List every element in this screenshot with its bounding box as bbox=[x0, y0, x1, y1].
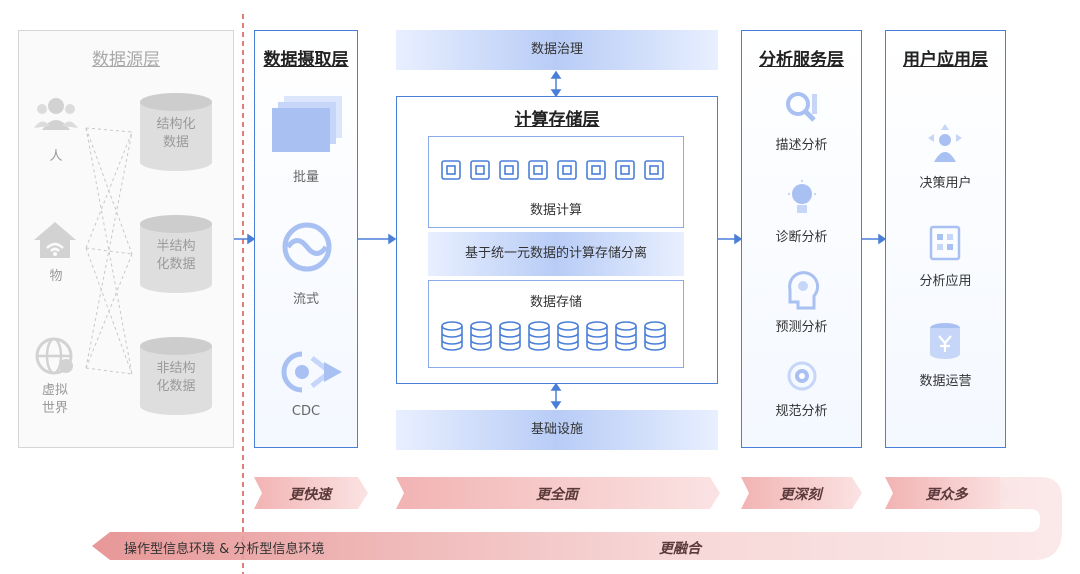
ingest-layer-title: 数据摄取层 bbox=[263, 50, 349, 70]
faster-label: 更快速 bbox=[289, 487, 331, 503]
predictive-analysis-label: 预测分析 bbox=[775, 320, 828, 335]
people-icon bbox=[34, 98, 78, 130]
lightbulb-icon bbox=[788, 180, 816, 213]
money-db-icon bbox=[930, 323, 960, 359]
governance-band: 数据治理 bbox=[396, 30, 718, 70]
data-operations-label: 数据运营 bbox=[919, 374, 972, 389]
unstructured-data-label: 非结构 化数据 bbox=[156, 361, 196, 394]
deeper-label: 更深刻 bbox=[779, 487, 822, 503]
source-thing-label: 物 bbox=[49, 269, 63, 284]
brain-head-icon bbox=[788, 271, 820, 310]
cdc-icon bbox=[281, 351, 342, 393]
batch-label: 批量 bbox=[292, 170, 319, 185]
source-layer-title: 数据源层 bbox=[92, 50, 160, 70]
prescriptive-analysis-label: 规范分析 bbox=[775, 404, 828, 419]
structured-db-icon bbox=[140, 93, 212, 171]
app-layer-panel: 用户应用层 bbox=[885, 30, 1006, 448]
env-label: 操作型信息环境 & 分析型信息环境 bbox=[124, 542, 325, 557]
stream-label: 流式 bbox=[292, 292, 319, 307]
storage-disk-icons bbox=[441, 321, 666, 351]
structured-data-label: 结构化 数据 bbox=[156, 117, 196, 150]
descriptive-analysis-label: 描述分析 bbox=[775, 138, 828, 153]
cdc-label: CDC bbox=[291, 404, 321, 419]
decision-user-icon bbox=[928, 124, 962, 162]
analysis-app-label: 分析应用 bbox=[919, 274, 972, 289]
analysis-layer-title: 分析服务层 bbox=[759, 50, 844, 70]
magnifier-chart-icon bbox=[786, 92, 817, 122]
infrastructure-band: 基础设施 bbox=[396, 410, 718, 450]
separation-band: 基于统一元数据的计算存储分离 bbox=[428, 232, 684, 276]
analysis-app-icon bbox=[929, 225, 961, 261]
globe-icon bbox=[35, 337, 73, 375]
cpu-chip-icons bbox=[441, 160, 664, 180]
storage-box: 数据存储 bbox=[428, 280, 684, 368]
diagnostic-analysis-label: 诊断分析 bbox=[775, 230, 828, 245]
batch-icon bbox=[272, 96, 342, 152]
decision-user-label: 决策用户 bbox=[919, 176, 972, 191]
semi-structured-db-icon bbox=[140, 215, 212, 293]
more-users-label: 更众多 bbox=[925, 487, 968, 503]
app-layer-title: 用户应用层 bbox=[903, 50, 988, 70]
comprehensive-label: 更全面 bbox=[536, 487, 578, 503]
smart-home-icon bbox=[34, 222, 76, 258]
semi-structured-data-label: 半结构 化数据 bbox=[156, 239, 196, 272]
source-virtual-label: 虚拟 世界 bbox=[41, 383, 68, 416]
integration-label: 更融合 bbox=[659, 541, 701, 557]
gear-cycle-icon bbox=[787, 361, 817, 391]
compute-label: 数据计算 bbox=[529, 203, 582, 218]
compute-storage-title: 计算存储层 bbox=[514, 110, 600, 130]
unstructured-db-icon bbox=[140, 337, 212, 415]
compute-box: 数据计算 bbox=[428, 136, 684, 228]
storage-label: 数据存储 bbox=[529, 295, 582, 310]
source-person-label: 人 bbox=[49, 149, 63, 164]
stream-icon bbox=[282, 222, 332, 272]
